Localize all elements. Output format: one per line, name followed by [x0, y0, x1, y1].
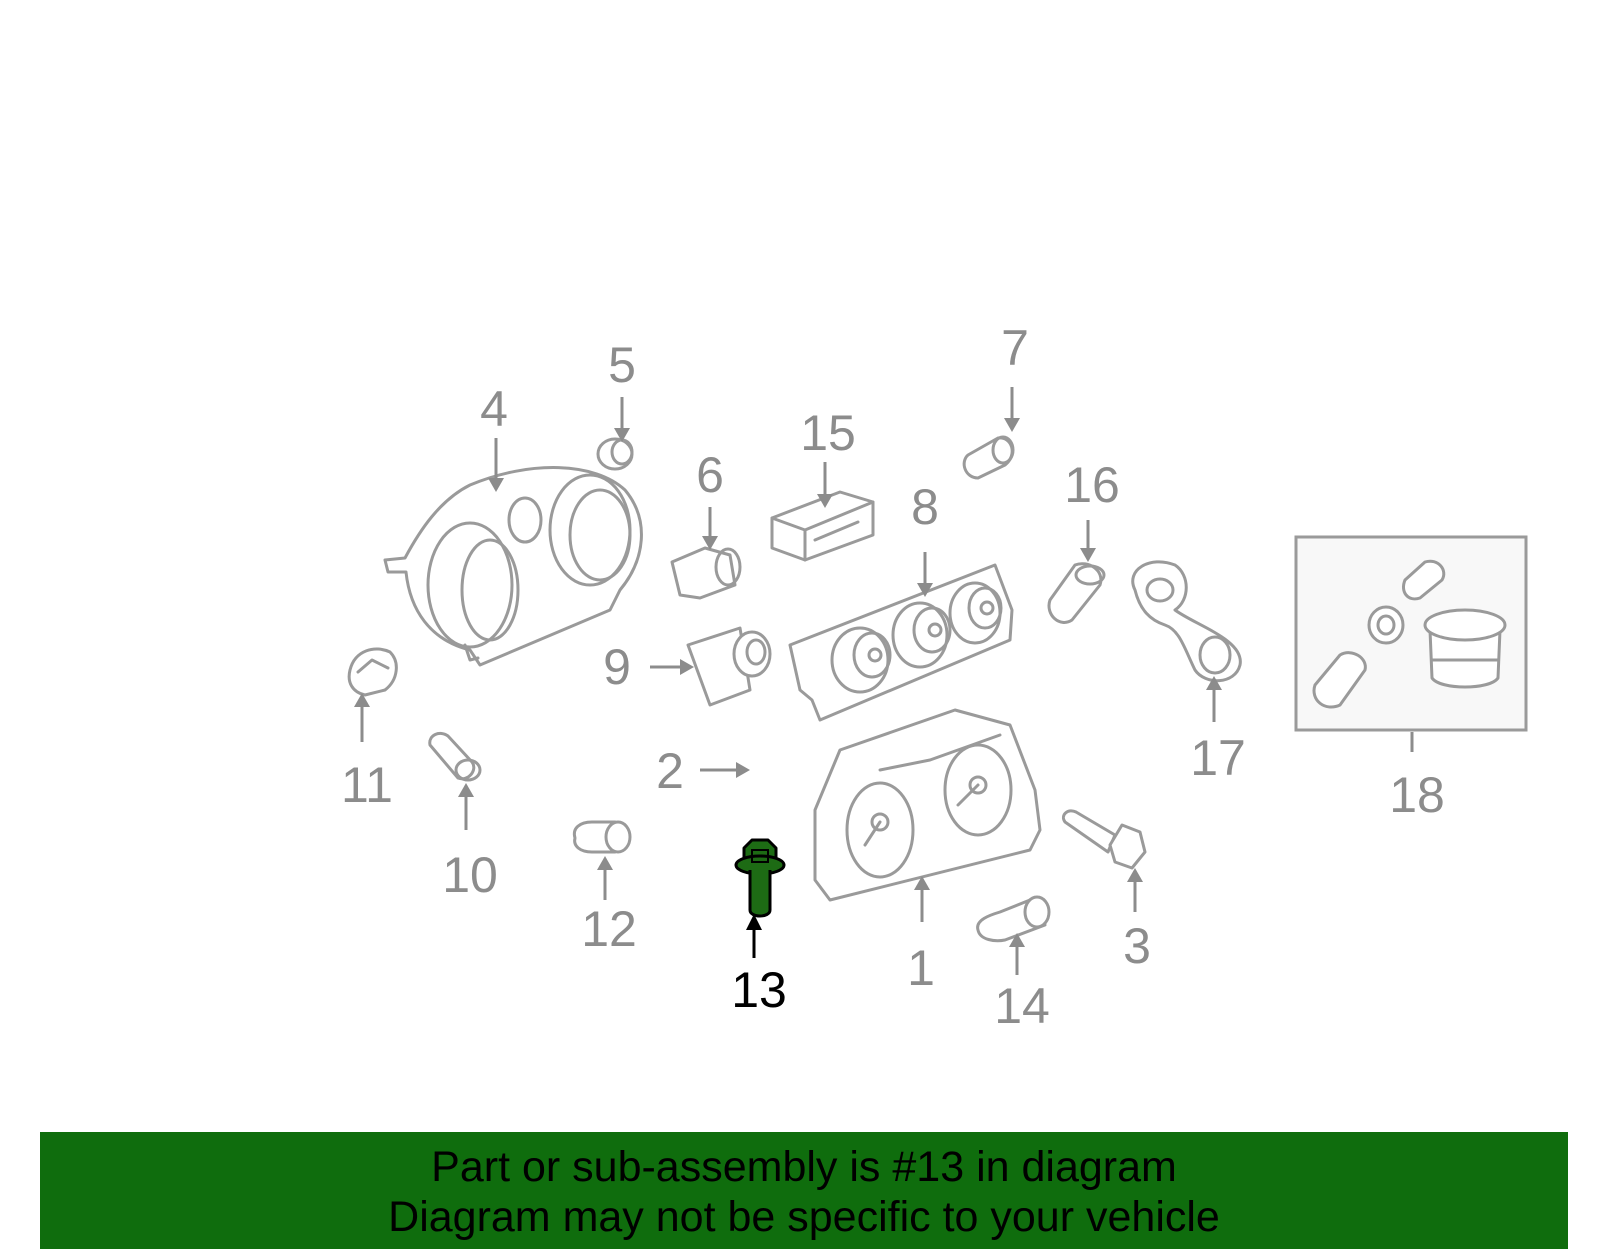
part-12-bulb[interactable] — [572, 820, 632, 854]
callout-8[interactable]: 8 — [911, 479, 939, 535]
part-9-switch[interactable] — [686, 626, 772, 707]
part-18-kit[interactable] — [1294, 535, 1528, 732]
part-7-bulb[interactable] — [962, 435, 1015, 480]
part-6-socket[interactable] — [670, 546, 742, 600]
banner-line-1: Part or sub-assembly is #13 in diagram — [431, 1143, 1177, 1191]
callout-7[interactable]: 7 — [1001, 320, 1029, 376]
callout-15[interactable]: 15 — [800, 405, 856, 461]
callout-6[interactable]: 6 — [696, 447, 724, 503]
callout-3[interactable]: 3 — [1123, 918, 1151, 974]
callout-2[interactable]: 2 — [656, 743, 684, 799]
part-1-instrument-cluster[interactable] — [813, 708, 1042, 902]
callout-10[interactable]: 10 — [442, 847, 498, 903]
part-5-cap[interactable] — [596, 437, 634, 471]
callout-11[interactable]: 11 — [341, 757, 393, 813]
callout-1[interactable]: 1 — [907, 940, 935, 996]
info-banner: Part or sub-assembly is #13 in diagram D… — [40, 1132, 1568, 1249]
callout-16[interactable]: 16 — [1064, 457, 1120, 513]
part-14-bulb[interactable] — [976, 895, 1051, 943]
part-15-switch[interactable] — [770, 490, 875, 562]
callout-18[interactable]: 18 — [1389, 767, 1445, 823]
callout-17[interactable]: 17 — [1190, 730, 1246, 786]
leader-arrows — [354, 387, 1414, 975]
part-10-bulb[interactable] — [428, 731, 482, 782]
callout-13[interactable]: 13 — [731, 962, 787, 1018]
part-11-clip[interactable] — [347, 647, 398, 697]
part-3-bolt[interactable] — [1061, 809, 1147, 870]
banner-line-2: Diagram may not be specific to your vehi… — [388, 1193, 1220, 1241]
part-4-cluster-housing[interactable] — [383, 466, 643, 667]
callout-5[interactable]: 5 — [608, 337, 636, 393]
callout-12[interactable]: 12 — [581, 901, 637, 957]
part-13-bolt[interactable] — [734, 838, 786, 918]
part-17-boot[interactable] — [1131, 560, 1242, 683]
callout-14[interactable]: 14 — [994, 978, 1050, 1034]
callout-9[interactable]: 9 — [603, 639, 631, 695]
callout-4[interactable]: 4 — [480, 381, 508, 437]
part-8-control-panel[interactable] — [788, 563, 1014, 722]
callout-labels: 4 5 6 15 7 8 16 9 2 11 10 12 1 3 14 17 1… — [341, 320, 1445, 1034]
part-16-bulb[interactable] — [1047, 562, 1106, 624]
